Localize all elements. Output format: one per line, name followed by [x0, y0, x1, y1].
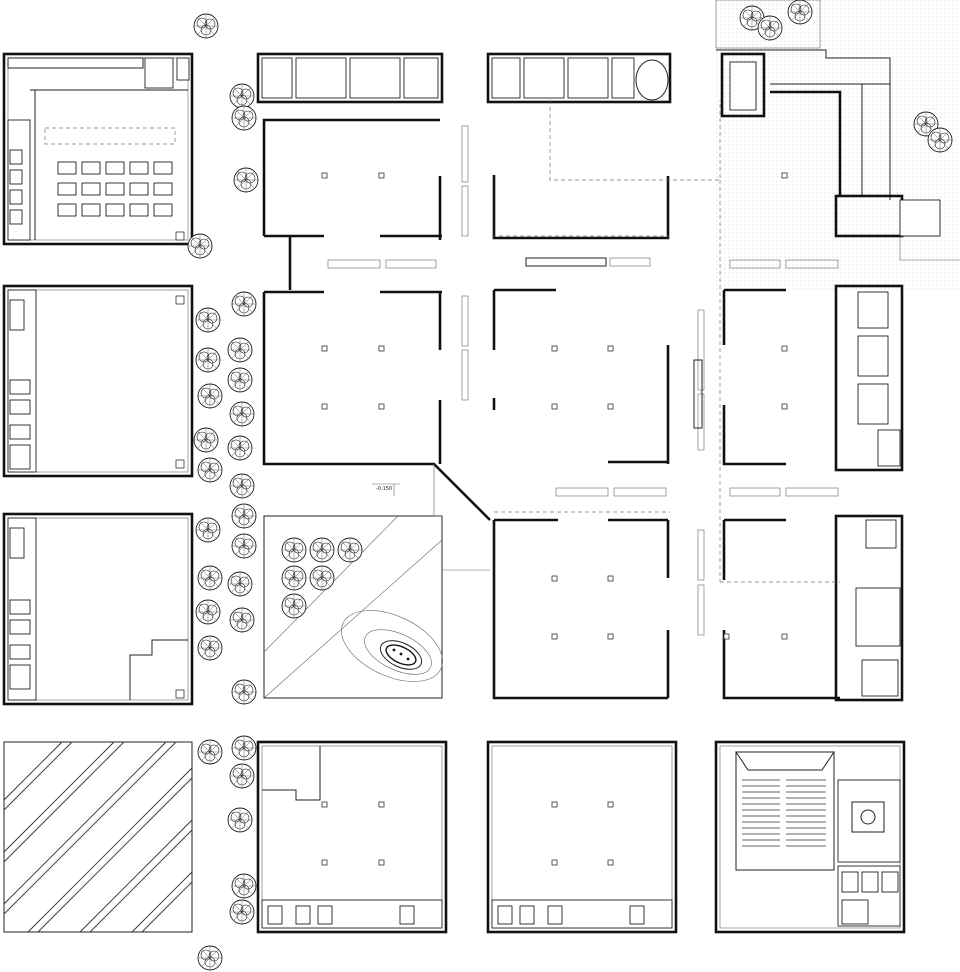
- tree-icon: [197, 383, 223, 409]
- tree-icon: [197, 457, 223, 483]
- tree-icon: [231, 679, 257, 705]
- tree-icon: [195, 599, 221, 625]
- sculpture-icon: [385, 644, 417, 666]
- tree-icon: [227, 337, 253, 363]
- block-bottom-2: [486, 740, 678, 934]
- desk-grid: [57, 161, 173, 217]
- block-left-3: [2, 512, 194, 706]
- paving-area: [715, 0, 960, 290]
- block-bottom-3-auditorium: [714, 740, 906, 934]
- tree-icon: [197, 945, 223, 971]
- tree-icon: [193, 427, 219, 453]
- tree-icon: [229, 473, 255, 499]
- tree-icon: [227, 367, 253, 393]
- tree-icon: [197, 739, 223, 765]
- tree-icon: [229, 83, 255, 109]
- tree-icon: [229, 401, 255, 427]
- tree-icon: [757, 15, 783, 41]
- tree-icon: [195, 517, 221, 543]
- tree-icon: [281, 537, 307, 563]
- main-building: [256, 52, 941, 702]
- tree-icon: [309, 537, 335, 563]
- tree-icon: [231, 105, 257, 131]
- column-grid: [321, 172, 788, 640]
- tree-icon: [229, 763, 255, 789]
- tree-icon: [187, 233, 213, 259]
- tree-icon: [309, 565, 335, 591]
- tree-icon: [233, 167, 259, 193]
- tree-icon: [227, 571, 253, 597]
- tree-icon: [195, 307, 221, 333]
- tree-icon: [927, 127, 953, 153]
- tree-icon: [231, 873, 257, 899]
- tree-icon: [197, 635, 223, 661]
- tree-icon: [231, 291, 257, 317]
- tree-icon: [227, 435, 253, 461]
- tree-icon: [231, 503, 257, 529]
- tree-icon: [337, 537, 363, 563]
- level-label: -0.150: [376, 486, 392, 492]
- block-bottom-1: [256, 740, 448, 934]
- tree-icon: [193, 13, 219, 39]
- tree-icon: [231, 533, 257, 559]
- tree-icon: [281, 593, 307, 619]
- skylights: [327, 125, 839, 636]
- tree-icon: [231, 735, 257, 761]
- tree-icon: [229, 899, 255, 925]
- tree-icon: [197, 565, 223, 591]
- tree-icon: [787, 0, 813, 25]
- block-left-4-hatched: [3, 741, 193, 933]
- courtyard: -0.150: [263, 464, 490, 699]
- block-left-1: [2, 52, 194, 246]
- tree-icon: [195, 347, 221, 373]
- block-left-2: [2, 284, 194, 478]
- tree-icon: [227, 807, 253, 833]
- tree-icon: [229, 607, 255, 633]
- auditorium-seating: [742, 779, 826, 847]
- tree-icon: [281, 565, 307, 591]
